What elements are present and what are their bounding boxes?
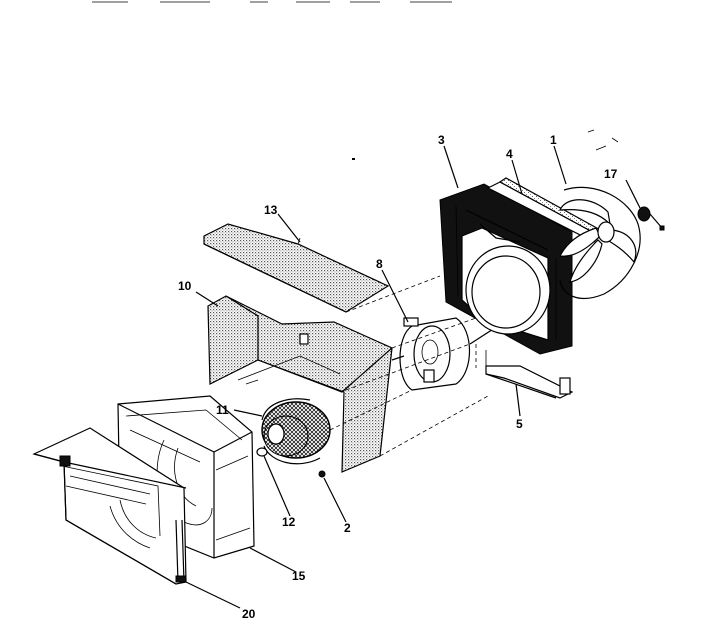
callout-labels: 1 3 4 17 13 8 10 11 5 12 2 15 20 xyxy=(178,133,618,621)
part-17-fan-nut xyxy=(637,206,665,231)
callout-13: 13 xyxy=(264,203,278,217)
part-11-blower-wheel xyxy=(261,398,331,465)
callout-11: 11 xyxy=(216,403,229,417)
callout-17: 17 xyxy=(604,167,618,181)
part-3-shroud xyxy=(439,183,573,355)
part-5-motor-bracket xyxy=(485,350,574,399)
part-13-filter xyxy=(203,223,390,313)
part-8-motor xyxy=(391,285,561,391)
callout-8: 8 xyxy=(376,257,383,271)
callout-3: 3 xyxy=(438,133,445,147)
leader-lines xyxy=(185,145,641,609)
part-12-set-screw xyxy=(256,447,268,457)
callout-1: 1 xyxy=(550,133,557,147)
callout-10: 10 xyxy=(178,279,192,293)
part-20-front-panel xyxy=(32,427,187,585)
part-2-screw xyxy=(318,470,326,478)
callout-15: 15 xyxy=(292,569,306,583)
callout-20: 20 xyxy=(242,607,256,621)
callout-4: 4 xyxy=(506,147,513,161)
assembly-guide-lines xyxy=(329,275,489,457)
callout-12: 12 xyxy=(282,515,296,529)
stray-marks xyxy=(352,129,619,160)
callout-2: 2 xyxy=(344,521,351,535)
part-1-condenser-fan xyxy=(559,186,641,299)
callout-5: 5 xyxy=(516,417,523,431)
